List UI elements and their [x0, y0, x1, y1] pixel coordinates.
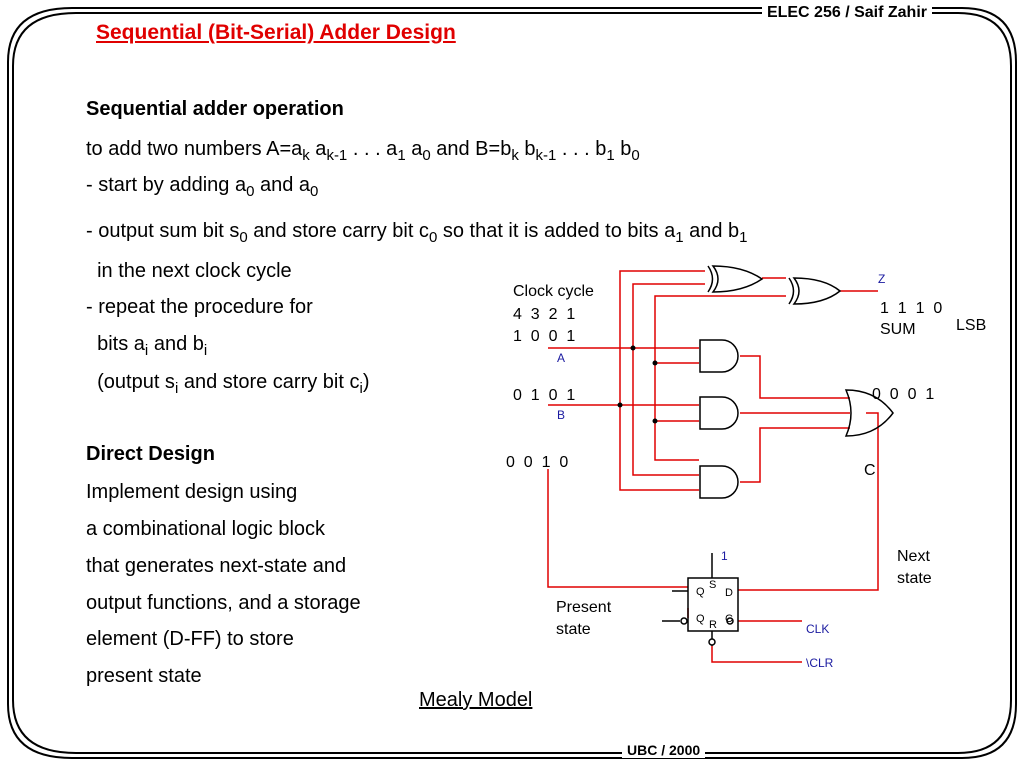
signal-z-label: Z [878, 272, 886, 286]
sum-bits: 1 1 1 0 [880, 300, 943, 317]
text-line: that generates next-state and [86, 555, 347, 577]
sum-label: SUM [880, 321, 916, 338]
text-line-output: - output sum bit s0 and store carry bit … [86, 220, 748, 246]
clr-label: \CLR [806, 656, 834, 670]
clock-cycle-label: Clock cycle [513, 283, 594, 300]
signal-b-label: B [557, 408, 566, 422]
red-wires [547, 270, 879, 663]
text-line: Implement design using [86, 481, 298, 503]
text-line-next-cycle: in the next clock cycle [86, 260, 292, 282]
ff-set-value: 1 [721, 549, 728, 563]
text-line: output functions, and a storage [86, 592, 361, 614]
text-line-bits: bits ai and bi [86, 333, 208, 359]
lsb-label: LSB [956, 317, 987, 334]
cycle-numbers: 4 3 2 1 [513, 306, 576, 323]
clk-label: CLK [806, 622, 830, 636]
ff-c-pin: C [725, 613, 733, 625]
ff-d-pin: D [725, 587, 733, 599]
logic-gates [662, 265, 894, 646]
junction-dots [617, 345, 658, 424]
ff-s-pin: S [709, 579, 717, 591]
b-input-bits: 0 1 0 1 [513, 387, 576, 404]
present-state-label-2: state [556, 621, 591, 638]
carry-label: C [864, 462, 876, 479]
signal-a-label: A [557, 351, 566, 365]
next-state-label-1: Next [897, 548, 930, 565]
ff-r-pin: R [709, 619, 717, 631]
text-line-repeat: - repeat the procedure for [86, 296, 313, 318]
present-state-label-1: Present [556, 599, 612, 616]
heading-sequential-adder: Sequential adder operation [86, 98, 344, 120]
ff-q-pin: Q [696, 586, 705, 598]
next-state-label-2: state [897, 570, 932, 587]
text-line-output-si: (output si and store carry bit ci) [86, 371, 370, 397]
text-line-add-numbers: to add two numbers A=ak ak-1 . . . a1 a0… [86, 138, 640, 164]
course-header: ELEC 256 / Saif Zahir [761, 4, 932, 22]
mealy-model-caption: Mealy Model [419, 689, 533, 711]
carry-out-bits: 0 0 0 1 [872, 386, 935, 403]
ff-qbar-pin: Q [696, 613, 705, 625]
slide-title: Sequential (Bit-Serial) Adder Design [96, 21, 456, 44]
text-line: present state [86, 665, 202, 687]
text-line: element (D-FF) to store [86, 628, 294, 650]
text-line-start: - start by adding a0 and a0 [86, 174, 319, 200]
footer-org: UBC / 2000 [622, 742, 706, 758]
heading-direct-design: Direct Design [86, 443, 215, 465]
present-state-bits: 0 0 1 0 [506, 454, 569, 471]
a-input-bits: 1 0 0 1 [513, 328, 576, 345]
text-line: a combinational logic block [86, 518, 326, 540]
